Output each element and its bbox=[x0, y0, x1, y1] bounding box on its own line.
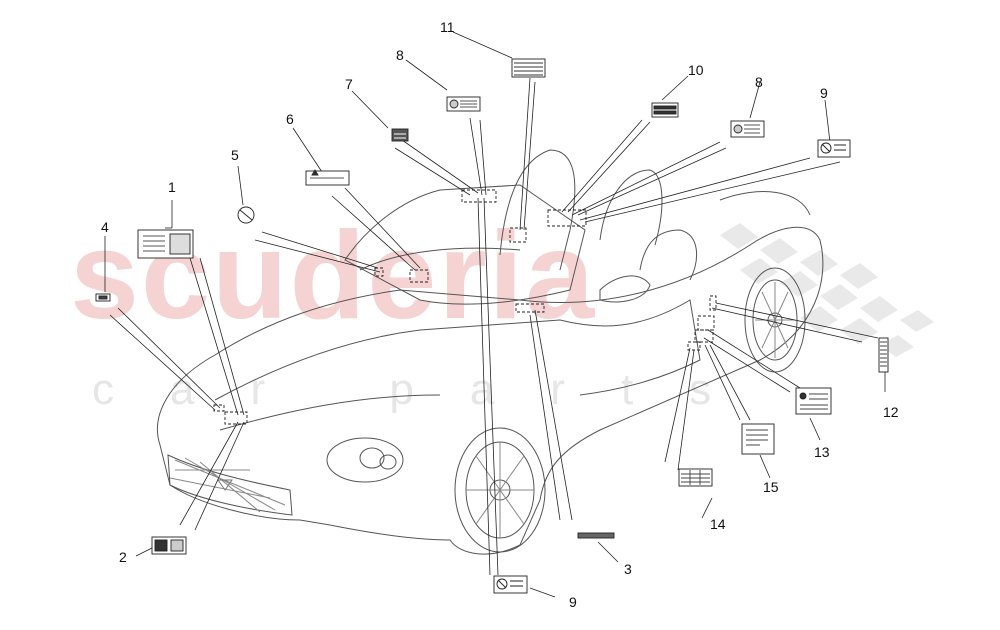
label-1-icon bbox=[137, 229, 194, 259]
callout-10: 10 bbox=[688, 62, 704, 78]
label-9b-icon bbox=[493, 575, 528, 594]
label-4-icon bbox=[95, 293, 111, 302]
label-3-icon bbox=[577, 532, 615, 539]
callout-3: 3 bbox=[624, 561, 632, 577]
label-icons bbox=[95, 58, 889, 594]
callout-11: 11 bbox=[440, 19, 455, 35]
callout-9a: 9 bbox=[820, 85, 828, 101]
label-10-icon bbox=[651, 102, 679, 118]
callout-15: 15 bbox=[763, 479, 779, 495]
callout-13: 13 bbox=[814, 444, 830, 460]
callout-7: 7 bbox=[345, 76, 353, 92]
label-14-icon bbox=[678, 468, 713, 487]
label-8-icon bbox=[446, 96, 481, 112]
callout-9b: 9 bbox=[569, 594, 577, 610]
car-outline bbox=[156, 149, 824, 555]
label-15-icon bbox=[741, 423, 775, 455]
callout-4: 4 bbox=[101, 219, 109, 235]
callout-5: 5 bbox=[231, 147, 239, 163]
callout-2: 2 bbox=[119, 549, 127, 565]
callout-8b: 8 bbox=[755, 74, 763, 90]
watermark-subtitle: car parts bbox=[92, 365, 768, 414]
label-13-icon bbox=[795, 387, 832, 415]
label-7-icon bbox=[391, 128, 409, 142]
callout-1: 1 bbox=[168, 179, 176, 195]
callout-14: 14 bbox=[710, 516, 726, 532]
leader-lines bbox=[104, 31, 886, 598]
label-5-icon bbox=[237, 206, 255, 224]
label-9-icon bbox=[817, 139, 851, 158]
callout-8a: 8 bbox=[396, 47, 404, 63]
label-locations bbox=[213, 189, 717, 425]
label-8b-icon bbox=[730, 120, 765, 138]
label-11-icon bbox=[511, 58, 546, 78]
label-2-icon bbox=[151, 536, 187, 555]
label-6-icon bbox=[305, 169, 350, 186]
callout-6: 6 bbox=[286, 111, 294, 127]
callout-12: 12 bbox=[883, 404, 899, 420]
label-12-icon bbox=[878, 337, 889, 373]
